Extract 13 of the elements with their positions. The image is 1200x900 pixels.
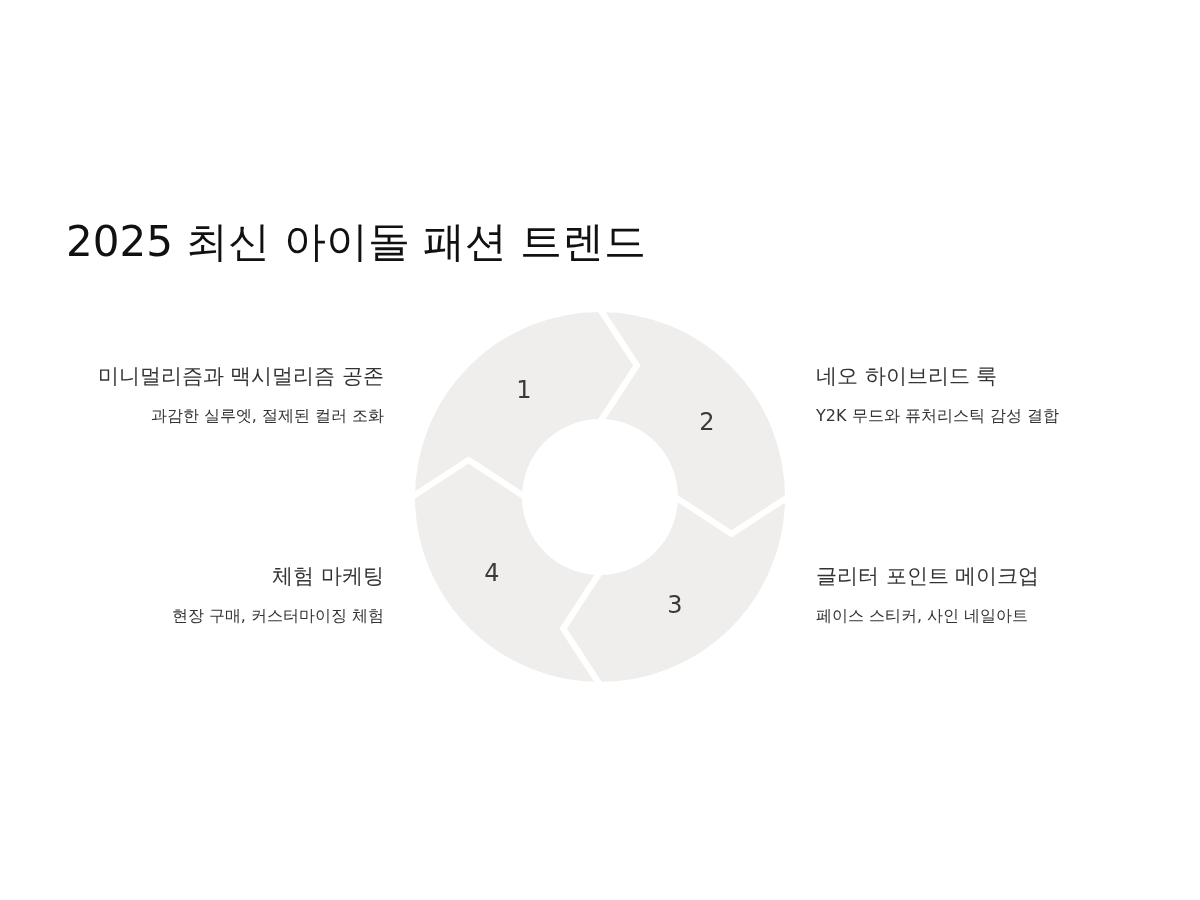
step-number: 4 — [484, 559, 500, 587]
step-number: 2 — [699, 408, 715, 436]
trend-heading: 네오 하이브리드 룩 — [816, 363, 998, 389]
title: 2025 최신 아이돌 패션 트렌드 — [66, 216, 647, 268]
trend-heading: 체험 마케팅 — [272, 563, 384, 589]
trend-heading: 미니멀리즘과 맥시멀리즘 공존 — [97, 363, 384, 389]
trend-description: 페이스 스티커, 사인 네일아트 — [816, 606, 1029, 626]
step-number: 3 — [667, 591, 683, 619]
trend-description: 현장 구매, 커스터마이징 체험 — [171, 606, 384, 626]
step-number: 1 — [516, 376, 532, 404]
trend-description: 과감한 실루엣, 절제된 컬러 조화 — [150, 406, 384, 426]
trend-heading: 글리터 포인트 메이크업 — [816, 563, 1040, 589]
trend-description: Y2K 무드와 퓨처리스틱 감성 결합 — [816, 406, 1059, 426]
